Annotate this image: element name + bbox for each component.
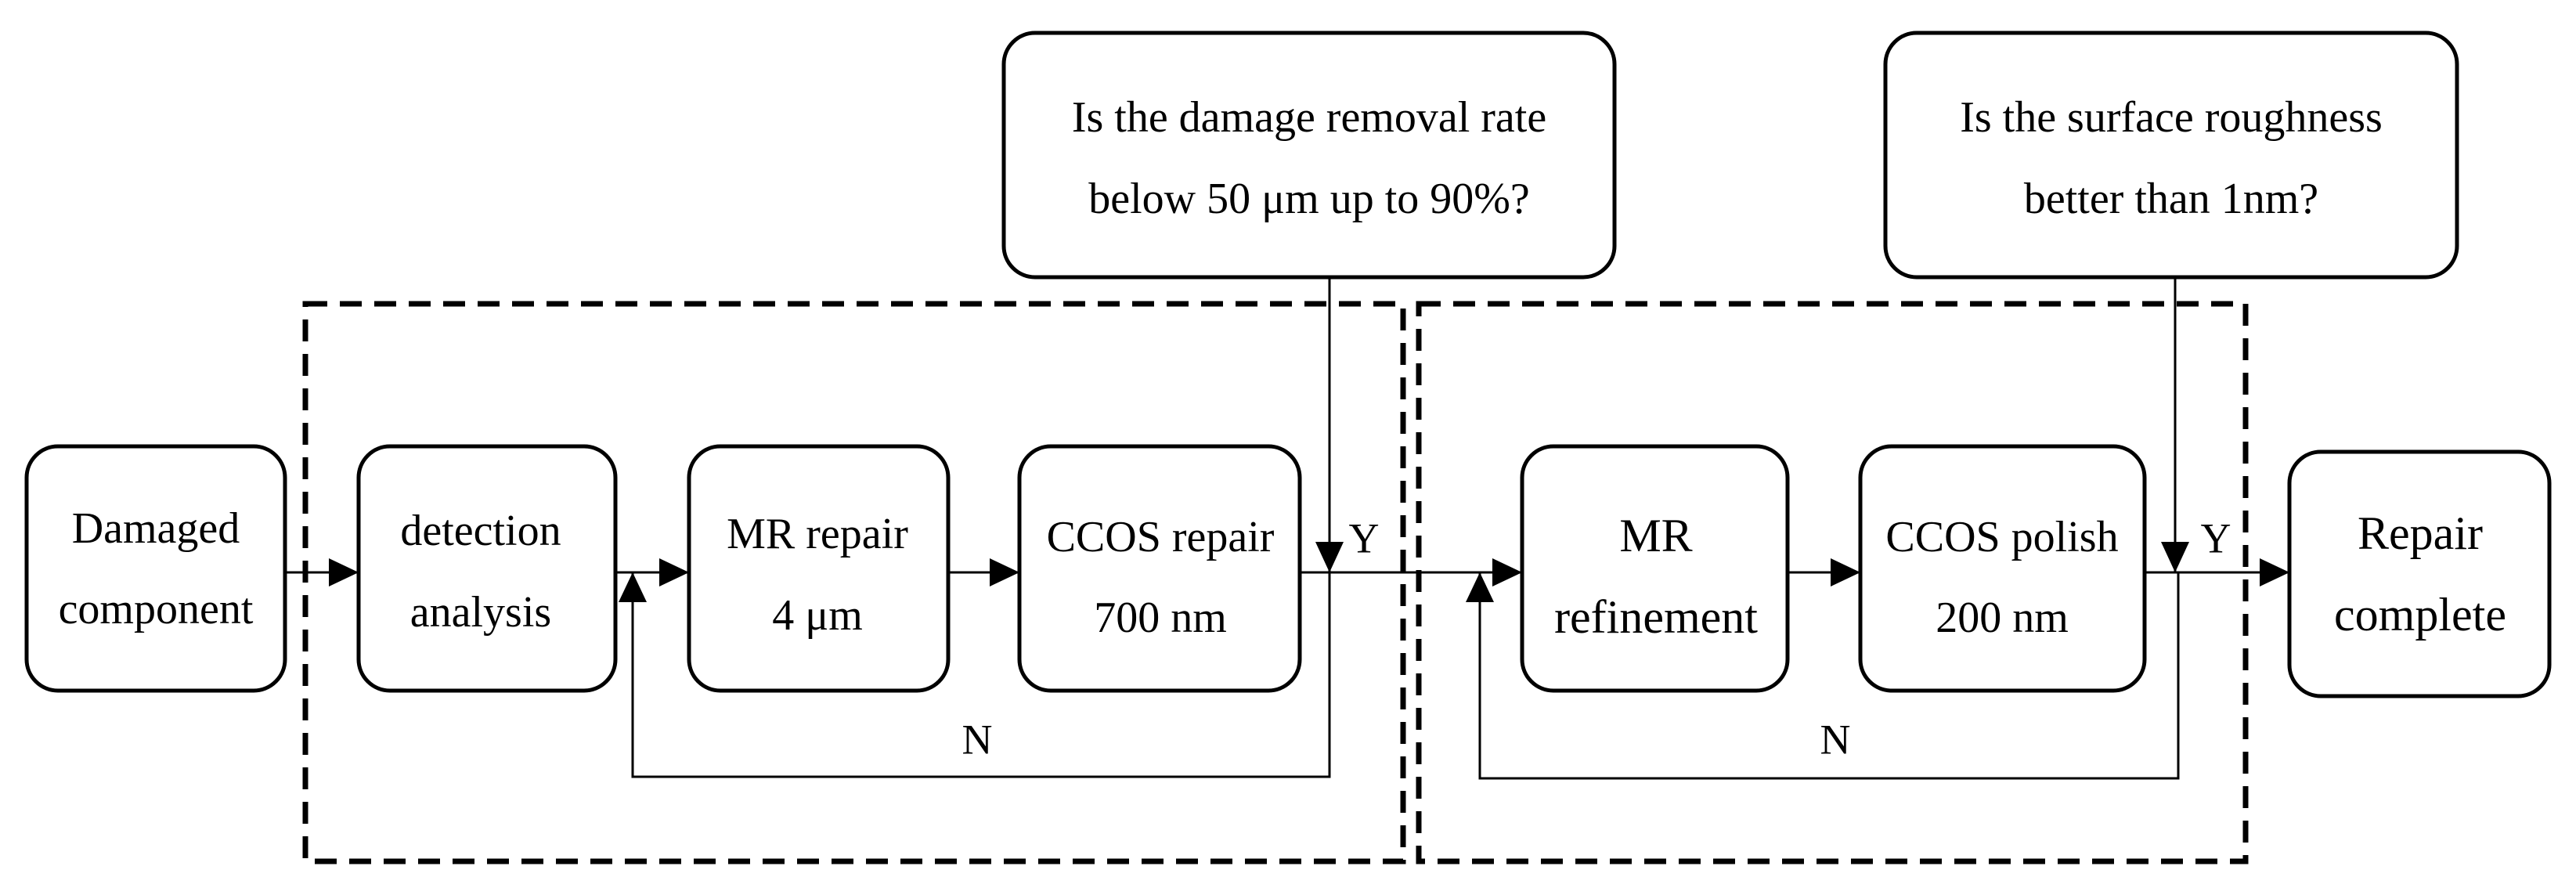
- node-damaged-component-line2: component: [59, 585, 254, 633]
- node-mr-repair-line1: MR repair: [727, 510, 908, 558]
- node-ccos-repair-line2: 700 nm: [1094, 594, 1227, 642]
- arrowhead-to-repair-complete: [2260, 558, 2289, 586]
- node-mr-refinement: MR refinement: [1520, 444, 1790, 693]
- decision-surface-roughness-line2: better than 1nm?: [2024, 175, 2318, 223]
- stage-group-1: [302, 301, 1406, 864]
- node-damaged-component: Damaged component: [24, 444, 287, 693]
- decision-damage-removal-line2: below 50 μm up to 90%?: [1088, 175, 1530, 223]
- node-detection-analysis: detection analysis: [356, 444, 618, 693]
- node-mr-refinement-line2: refinement: [1554, 591, 1758, 643]
- node-detection-analysis-line1: detection: [400, 507, 561, 555]
- feedback-loop-2: [1478, 572, 2180, 780]
- arrowhead-mr-repair-to-ccos-repair: [990, 558, 1019, 586]
- node-mr-repair-line2: 4 μm: [772, 591, 863, 640]
- decision-damage-removal-line1: Is the damage removal rate: [1072, 93, 1546, 142]
- decision-surface-roughness-line1: Is the surface roughness: [1960, 93, 2383, 142]
- node-repair-complete: Repair complete: [2287, 449, 2552, 698]
- node-ccos-repair-line1: CCOS repair: [1047, 513, 1275, 561]
- stage-group-2: [1416, 301, 2249, 864]
- decision-surface-roughness: Is the surface roughness better than 1nm…: [1883, 31, 2459, 280]
- connectors: [285, 278, 2289, 780]
- node-detection-analysis-line2: analysis: [410, 588, 551, 637]
- node-ccos-repair: CCOS repair 700 nm: [1017, 444, 1302, 693]
- node-repair-complete-line2: complete: [2334, 589, 2506, 641]
- feedback-loop-1: [631, 572, 1331, 778]
- node-ccos-polish: CCOS polish 200 nm: [1858, 444, 2147, 693]
- node-damaged-component-line1: Damaged: [72, 504, 240, 553]
- label-yes-2: Y: [2201, 514, 2231, 561]
- node-ccos-polish-line2: 200 nm: [1936, 594, 2069, 642]
- arrowhead-mr-refinement-to-ccos-polish: [1831, 558, 1860, 586]
- decision-damage-removal: Is the damage removal rate below 50 μm u…: [1001, 31, 1617, 280]
- arrowhead-damaged-to-detection: [329, 558, 359, 586]
- node-repair-complete-line1: Repair: [2358, 507, 2483, 559]
- arrowhead-to-mr-refinement: [1492, 558, 1522, 586]
- node-mr-refinement-line1: MR: [1619, 510, 1692, 561]
- feedback-loop-1-arrowhead: [619, 572, 647, 602]
- label-yes-1: Y: [1349, 514, 1380, 561]
- decision1-down-arrowhead: [1315, 542, 1344, 572]
- node-ccos-polish-line1: CCOS polish: [1885, 513, 2118, 561]
- label-no-1: N: [962, 716, 993, 763]
- label-no-2: N: [1820, 716, 1851, 763]
- decision2-down-arrowhead: [2161, 542, 2189, 572]
- feedback-loop-2-arrowhead: [1466, 572, 1494, 602]
- arrowhead-detection-to-mr-repair: [659, 558, 689, 586]
- node-mr-repair: MR repair 4 μm: [687, 444, 951, 693]
